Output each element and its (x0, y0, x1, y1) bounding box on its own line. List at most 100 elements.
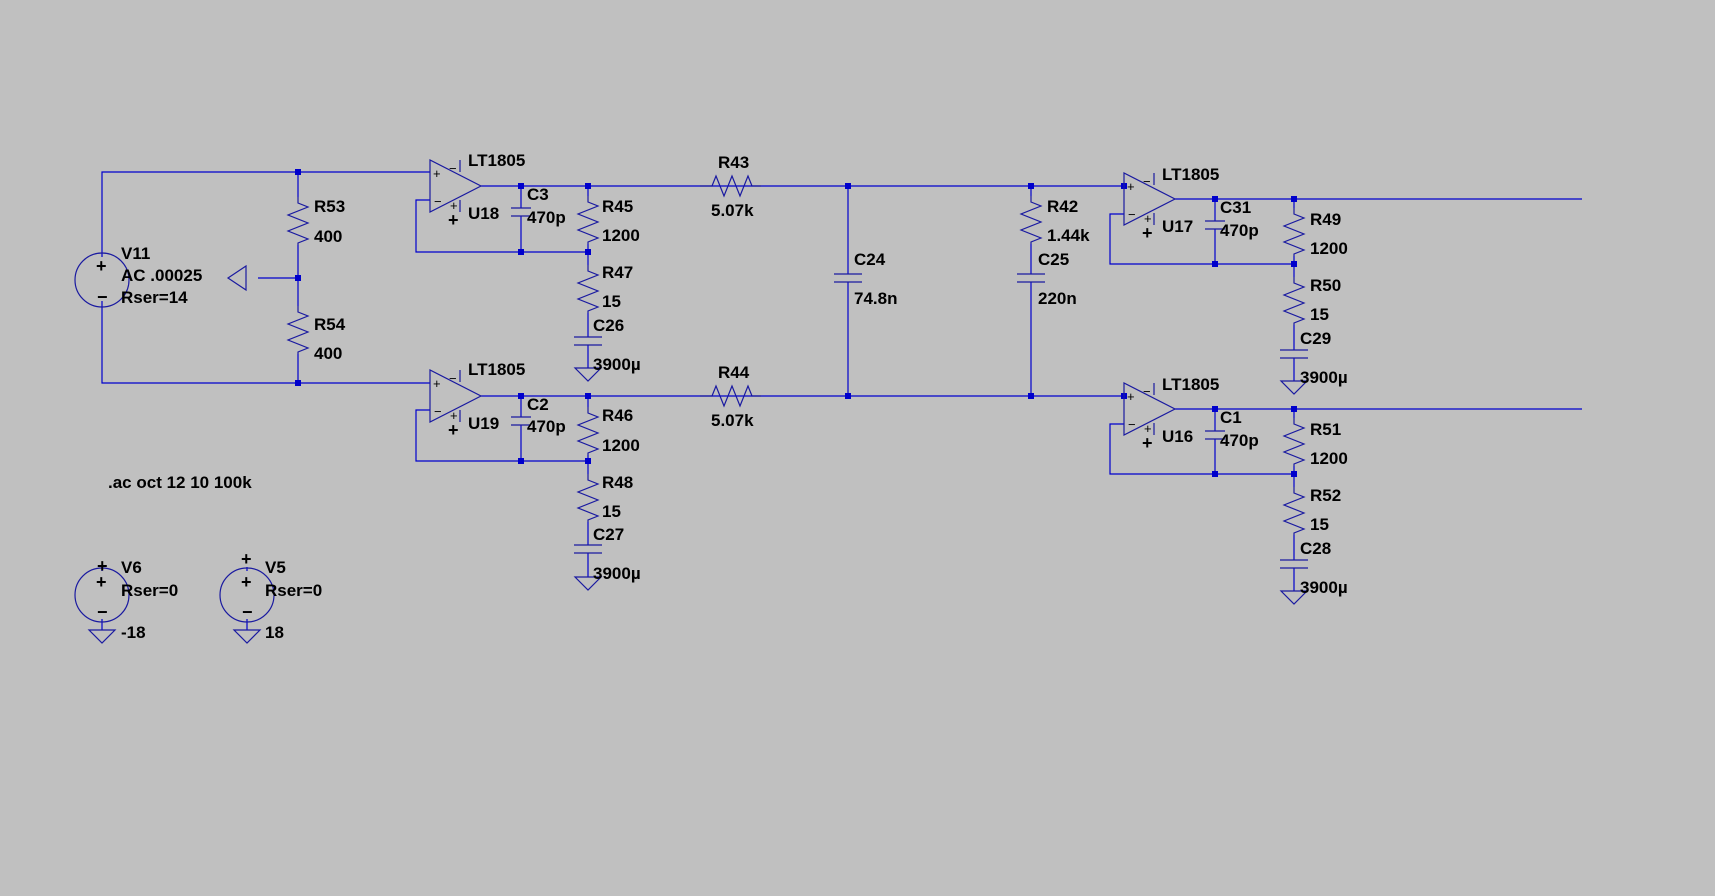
label-r49-value: 1200 (1310, 239, 1348, 258)
label-v6-value: -18 (121, 623, 146, 642)
label-c25: C25 (1038, 250, 1069, 269)
label-r42-value: 1.44k (1047, 226, 1090, 245)
svg-text:+: + (1144, 211, 1152, 226)
capacitor-c1[interactable] (1205, 430, 1225, 440)
label-r51-value: 1200 (1310, 449, 1348, 468)
resistor-r51[interactable] (1282, 418, 1306, 466)
spice-directive: .ac oct 12 10 100k (108, 473, 252, 492)
component-labels: LT1805 U18 LT1805 U19 LT1805 U17 LT1805 … (108, 151, 1348, 642)
svg-text:+: + (1127, 179, 1135, 194)
label-v11-rser: Rser=14 (121, 288, 188, 307)
svg-text:+: + (450, 408, 458, 423)
svg-text:−: − (242, 602, 253, 622)
ground-reference-arrow (226, 264, 247, 292)
voltage-source-v11[interactable]: + − (74, 252, 130, 308)
label-c26-value: 3900µ (593, 355, 641, 374)
resistor-r50[interactable] (1282, 277, 1306, 325)
resistor-r42[interactable] (1019, 196, 1043, 244)
svg-text:+: + (448, 420, 459, 440)
capacitor-c29[interactable] (1280, 349, 1308, 359)
voltage-source-v5[interactable]: + − + (219, 549, 275, 623)
capacitor-c3[interactable] (511, 207, 531, 217)
label-u18: U18 (468, 204, 499, 223)
label-c29: C29 (1300, 329, 1331, 348)
capacitor-c25[interactable] (1017, 273, 1045, 283)
label-r52: R52 (1310, 486, 1341, 505)
label-r46: R46 (602, 406, 633, 425)
label-r53: R53 (314, 197, 345, 216)
resistor-r52[interactable] (1282, 487, 1306, 535)
svg-text:−: − (434, 404, 442, 419)
capacitor-c2[interactable] (511, 416, 531, 426)
svg-text:−: − (449, 371, 457, 386)
label-r47-value: 15 (602, 292, 621, 311)
label-c1: C1 (1220, 408, 1242, 427)
label-c26: C26 (593, 316, 624, 335)
svg-text:+: + (1127, 389, 1135, 404)
svg-text:+: + (1144, 421, 1152, 436)
svg-text:+: + (1142, 433, 1153, 453)
label-v5-rser: Rser=0 (265, 581, 322, 600)
resistor-r43[interactable] (700, 174, 761, 198)
ground-c28 (1279, 590, 1309, 605)
svg-text:−: − (97, 602, 108, 622)
ground-c29 (1279, 380, 1309, 395)
label-r51: R51 (1310, 420, 1341, 439)
label-r54-value: 400 (314, 344, 342, 363)
label-r48-value: 15 (602, 502, 621, 521)
capacitor-c31[interactable] (1205, 220, 1225, 230)
svg-text:−: − (1128, 417, 1136, 432)
svg-text:+: + (97, 556, 108, 576)
svg-text:−: − (1128, 207, 1136, 222)
svg-text:+: + (96, 572, 107, 592)
svg-text:+: + (96, 256, 107, 276)
label-r53-value: 400 (314, 227, 342, 246)
resistor-r49[interactable] (1282, 208, 1306, 256)
label-r44: R44 (718, 363, 750, 382)
capacitor-c26[interactable] (574, 336, 602, 346)
opamp-u17[interactable]: +− −+ + (1123, 172, 1177, 243)
label-lt-u19: LT1805 (468, 360, 525, 379)
voltage-source-v6[interactable]: + − + (74, 556, 130, 623)
capacitor-c28[interactable] (1280, 559, 1308, 569)
resistor-r53[interactable] (286, 197, 310, 245)
label-v6: V6 (121, 558, 142, 577)
opamp-u16[interactable]: +− −+ + (1123, 382, 1177, 453)
label-r45-value: 1200 (602, 226, 640, 245)
junctions (295, 169, 1297, 477)
label-r50: R50 (1310, 276, 1341, 295)
label-r49: R49 (1310, 210, 1341, 229)
resistor-r47[interactable] (576, 265, 600, 313)
svg-text:−: − (434, 194, 442, 209)
opamp-u18[interactable]: +− −+ + (429, 159, 483, 230)
label-u16: U16 (1162, 427, 1193, 446)
label-c31-value: 470p (1220, 221, 1259, 240)
resistor-r54[interactable] (286, 306, 310, 354)
resistor-r45[interactable] (576, 196, 600, 244)
label-c28: C28 (1300, 539, 1331, 558)
label-c24-value: 74.8n (854, 289, 897, 308)
svg-text:−: − (1143, 174, 1151, 189)
label-c29-value: 3900µ (1300, 368, 1348, 387)
label-c28-value: 3900µ (1300, 578, 1348, 597)
opamp-u19[interactable]: +− −+ + (429, 369, 483, 440)
label-c3: C3 (527, 185, 549, 204)
capacitor-c24[interactable] (834, 273, 862, 283)
svg-text:+: + (433, 166, 441, 181)
label-c3-value: 470p (527, 208, 566, 227)
label-lt-u16: LT1805 (1162, 375, 1219, 394)
resistor-r48[interactable] (576, 474, 600, 522)
resistor-r46[interactable] (576, 407, 600, 455)
capacitor-c27[interactable] (574, 544, 602, 554)
label-c27-value: 3900µ (593, 564, 641, 583)
label-c2-value: 470p (527, 417, 566, 436)
svg-text:+: + (1142, 223, 1153, 243)
ground-v6 (87, 629, 117, 644)
label-r44-value: 5.07k (711, 411, 754, 430)
label-lt-u18: LT1805 (468, 151, 525, 170)
label-lt-u17: LT1805 (1162, 165, 1219, 184)
svg-text:+: + (433, 376, 441, 391)
label-v11: V11 (121, 244, 150, 263)
resistor-r44[interactable] (700, 384, 761, 408)
